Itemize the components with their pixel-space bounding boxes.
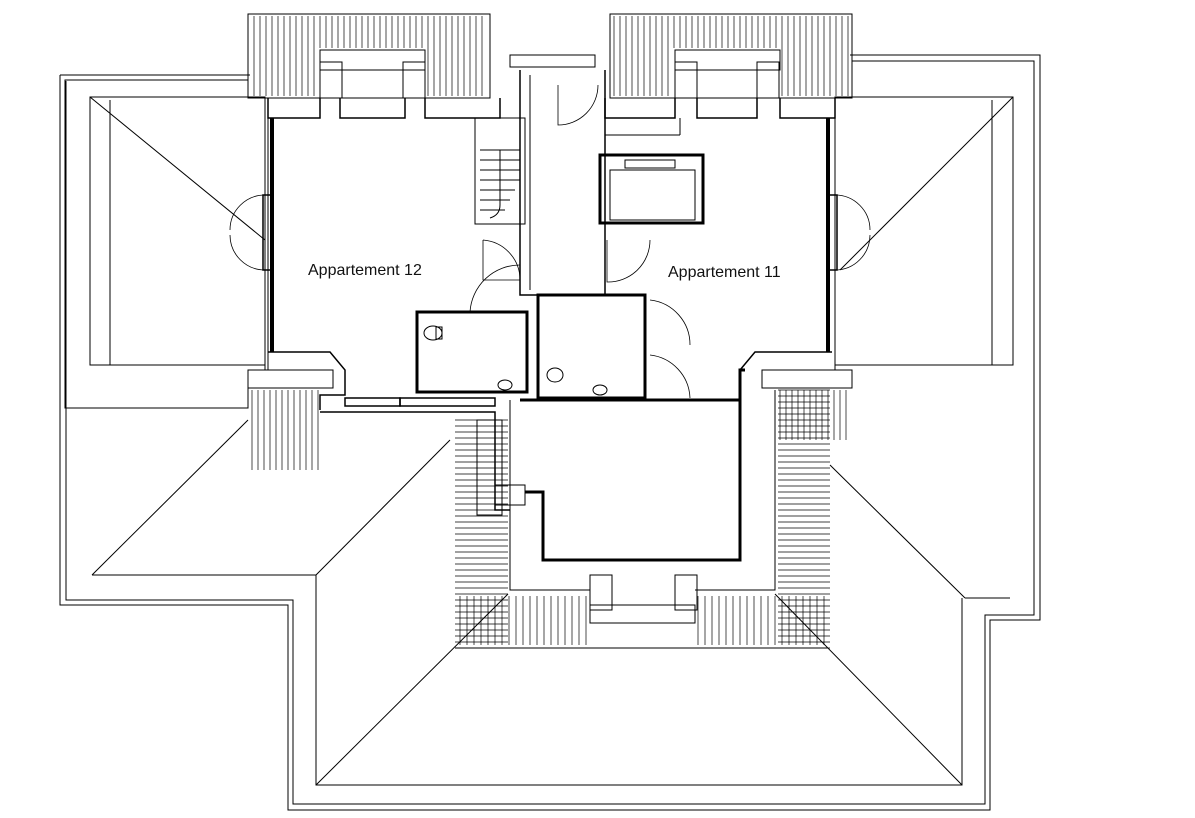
right-roof-slope [829, 96, 1014, 599]
exterior-walls [247, 13, 853, 410]
bathroom-top-right [598, 118, 705, 225]
side-windows [262, 194, 838, 407]
door-swings [229, 84, 871, 399]
room-label-appartement-12: Appartement 12 [308, 262, 422, 279]
roof-hatching [251, 16, 849, 649]
roof-outline [59, 54, 1041, 811]
room-label-appartement-11: Appartement 11 [668, 264, 781, 281]
stair-core [474, 54, 606, 296]
left-roof-slope [89, 96, 316, 576]
lower-roof [315, 439, 963, 786]
lower-extension [320, 368, 776, 624]
bathroom-left [415, 293, 647, 400]
